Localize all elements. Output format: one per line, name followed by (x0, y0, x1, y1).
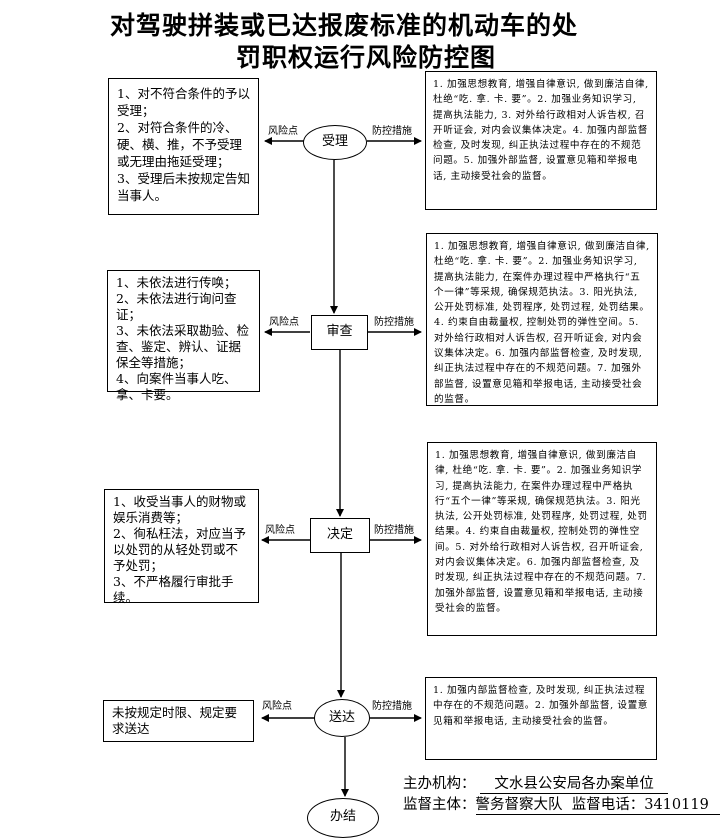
control-measure-label: 防控措施 (372, 122, 412, 137)
risk-box-delivery: 未按规定时限、规定要求送达 (103, 700, 254, 742)
stage-review: 审查 (311, 315, 368, 350)
risk-item: 2、未依法进行询问查证； (116, 291, 251, 323)
risk-item: 3、受理后未按规定告知当事人。 (117, 170, 250, 204)
measure-box-review: 1. 加强思想教育, 增强自律意识, 做到廉洁自律, 杜绝“吃. 拿. 卡. 要… (426, 233, 658, 406)
organizer-value: 文水县公安局各办案单位 (480, 772, 668, 794)
stage-completion: 办结 (307, 798, 379, 838)
stage-label: 审查 (326, 324, 352, 339)
risk-item: 4、向案件当事人吃、拿、卡要。 (116, 371, 251, 403)
supervisor-name: 警务督察大队 (476, 797, 563, 813)
control-measure-label: 防控措施 (372, 697, 412, 712)
stage-delivery: 送达 (314, 699, 370, 737)
phone-label: 监督电话： (572, 797, 645, 813)
measure-text: 1. 加强思想教育, 增强自律意识, 做到廉洁自律, 杜绝“吃. 拿. 卡. 要… (434, 239, 650, 407)
risk-item: 2、对符合条件的冷、硬、横、推，不予受理或无理由拖延受理； (117, 119, 250, 170)
measure-text: 1. 加强思想教育, 增强自律意识, 做到廉洁自律, 杜绝“吃. 拿. 卡. 要… (435, 448, 649, 616)
risk-item: 1、收受当事人的财物或娱乐消费等； (113, 494, 250, 526)
stage-label: 办结 (330, 809, 356, 824)
stage-acceptance: 受理 (303, 125, 367, 160)
risk-item: 未按规定时限、规定要求送达 (112, 705, 245, 737)
footer-organizer: 主办机构： 文水县公安局各办案单位 (403, 772, 668, 794)
measure-text: 1. 加强内部监督检查, 及时发现, 纠正执法过程中存在的不规范问题。2. 加强… (433, 683, 649, 729)
risk-box-decision: 1、收受当事人的财物或娱乐消费等； 2、徇私枉法，对应当予以处罚的从轻处罚或不予… (104, 489, 259, 603)
risk-point-label: 风险点 (262, 697, 292, 712)
measure-text: 1. 加强思想教育, 增强自律意识, 做到廉洁自律, 杜绝“吃. 拿. 卡. 要… (433, 77, 649, 184)
stage-decision: 决定 (310, 518, 370, 553)
risk-box-acceptance: 1、对不符合条件的予以受理； 2、对符合条件的冷、硬、横、推，不予受理或无理由拖… (108, 78, 259, 215)
risk-point-label: 风险点 (269, 313, 299, 328)
supervisor-value: 警务督察大队 监督电话：3410119 (476, 793, 720, 815)
risk-box-review: 1、未依法进行传唤； 2、未依法进行询问查证； 3、未依法采取勘验、检查、鉴定、… (107, 270, 260, 392)
risk-item: 1、未依法进行传唤； (116, 275, 251, 291)
control-measure-label: 防控措施 (374, 313, 414, 328)
risk-item: 2、徇私枉法，对应当予以处罚的从轻处罚或不予处罚； (113, 526, 250, 574)
footer-supervisor: 监督主体：警务督察大队 监督电话：3410119 (403, 793, 720, 815)
organizer-label: 主办机构： (403, 776, 476, 792)
risk-point-label: 风险点 (268, 122, 298, 137)
measure-box-delivery: 1. 加强内部监督检查, 及时发现, 纠正执法过程中存在的不规范问题。2. 加强… (425, 677, 657, 760)
phone-value: 3410119 (644, 797, 709, 813)
stage-label: 受理 (322, 134, 348, 149)
stage-label: 送达 (329, 710, 355, 725)
risk-item: 3、不严格履行审批手续。 (113, 574, 250, 606)
risk-item: 3、未依法采取勘验、检查、鉴定、辨认、证据保全等措施； (116, 323, 251, 371)
control-measure-label: 防控措施 (374, 521, 414, 536)
measure-box-acceptance: 1. 加强思想教育, 增强自律意识, 做到廉洁自律, 杜绝“吃. 拿. 卡. 要… (425, 71, 657, 210)
risk-point-label: 风险点 (265, 521, 295, 536)
supervisor-label: 监督主体： (403, 797, 476, 813)
risk-item: 1、对不符合条件的予以受理； (117, 85, 250, 119)
measure-box-decision: 1. 加强思想教育, 增强自律意识, 做到廉洁自律, 杜绝“吃. 拿. 卡. 要… (427, 442, 657, 636)
stage-label: 决定 (327, 527, 353, 542)
